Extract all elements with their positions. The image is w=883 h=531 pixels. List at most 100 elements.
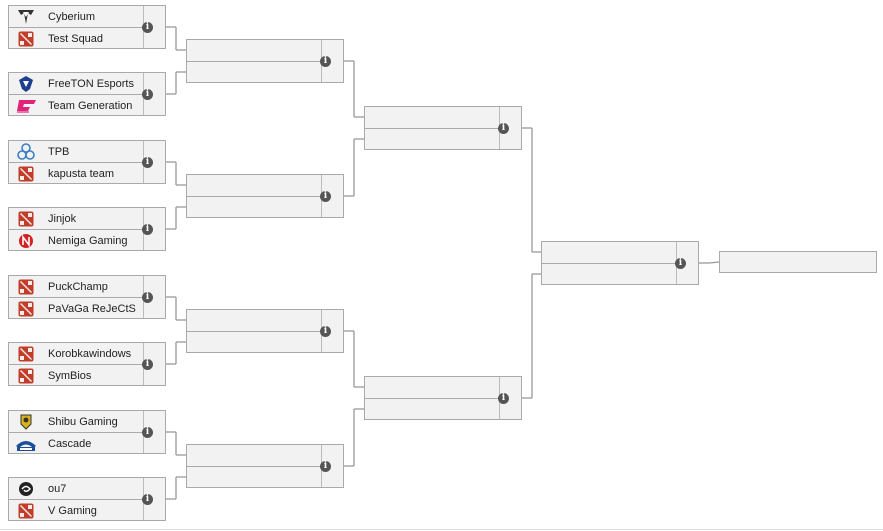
team-slot[interactable]	[187, 62, 321, 84]
team-name: Jinjok	[48, 212, 77, 225]
team-slot[interactable]	[365, 377, 499, 399]
team-slot[interactable]: Korobkawindows	[9, 343, 143, 365]
match-info-icon[interactable]: i	[142, 494, 153, 505]
dota2-icon	[9, 298, 43, 320]
team-slot[interactable]: PuckChamp	[9, 276, 143, 298]
team-slot[interactable]	[187, 40, 321, 62]
match-info-icon[interactable]: i	[498, 123, 509, 134]
dota2-icon	[9, 343, 43, 365]
team-slot[interactable]	[187, 175, 321, 197]
freeton-logo-icon	[9, 73, 43, 95]
dota2-icon	[9, 208, 43, 230]
champion-name	[720, 256, 725, 268]
match-info-icon[interactable]: i	[498, 393, 509, 404]
cascade-logo-icon	[9, 433, 43, 455]
team-slot[interactable]: Cascade	[9, 433, 143, 455]
team-slot[interactable]: PaVaGa ReJeCtS	[9, 298, 143, 320]
round4-match	[541, 241, 699, 285]
round3-match	[364, 376, 522, 420]
dota2-icon	[9, 28, 43, 50]
team-name: Cascade	[48, 438, 92, 450]
empty-logo-slot	[187, 310, 221, 332]
team-slot[interactable]: ou7	[9, 478, 143, 500]
round1-match: ou7 V Gaming	[8, 477, 166, 521]
team-slot[interactable]: Shibu Gaming	[9, 411, 143, 433]
match-info-icon[interactable]: i	[320, 326, 331, 337]
team-slot[interactable]: Jinjok	[9, 208, 143, 230]
team-slot[interactable]	[365, 129, 499, 151]
round2-match	[186, 309, 344, 353]
round3-match	[364, 106, 522, 150]
team-name: FreeTON Esports	[48, 77, 134, 90]
empty-logo-slot	[187, 62, 221, 84]
team-name: V Gaming	[48, 505, 97, 517]
ou7-logo-icon	[9, 478, 43, 500]
match-info-icon[interactable]: i	[320, 56, 331, 67]
empty-logo-slot	[187, 197, 221, 219]
team-name: Korobkawindows	[48, 347, 132, 360]
team-name: Team Generation	[48, 100, 133, 112]
page-divider	[0, 529, 883, 530]
team-slot[interactable]: Team Generation	[9, 95, 143, 117]
team-slot[interactable]: Cyberium	[9, 6, 143, 28]
team-name: ou7	[48, 482, 67, 495]
team-slot[interactable]	[365, 399, 499, 421]
round2-match	[186, 39, 344, 83]
team-slot[interactable]	[187, 445, 321, 467]
dota2-icon	[9, 276, 43, 298]
team-name: kapusta team	[48, 168, 115, 180]
empty-logo-slot	[542, 264, 576, 286]
team-name: Test Squad	[48, 33, 104, 45]
connector-line	[708, 261, 720, 264]
team-slot[interactable]	[542, 264, 676, 286]
empty-logo-slot	[187, 175, 221, 197]
empty-logo-slot	[365, 107, 399, 129]
team-slot[interactable]: kapusta team	[9, 163, 143, 185]
team-slot[interactable]	[542, 242, 676, 264]
match-info-icon[interactable]: i	[320, 461, 331, 472]
team-slot[interactable]	[187, 310, 321, 332]
team-name: Cyberium	[48, 10, 96, 23]
empty-logo-slot	[365, 129, 399, 151]
team-slot[interactable]: SymBios	[9, 365, 143, 387]
team-slot[interactable]	[365, 107, 499, 129]
empty-logo-slot	[187, 40, 221, 62]
match-info-icon[interactable]: i	[142, 292, 153, 303]
match-info-icon[interactable]: i	[675, 258, 686, 269]
match-info-icon[interactable]: i	[320, 191, 331, 202]
match-info-icon[interactable]: i	[142, 157, 153, 168]
dota2-icon	[9, 500, 43, 522]
round1-match: TPB kapusta team	[8, 140, 166, 184]
team-name: Nemiga Gaming	[48, 235, 128, 247]
shibu-logo-icon	[9, 411, 43, 433]
empty-logo-slot	[187, 332, 221, 354]
tpb-logo-icon	[9, 141, 43, 163]
empty-logo-slot	[542, 242, 576, 264]
match-info-icon[interactable]: i	[142, 89, 153, 100]
team-slot[interactable]	[187, 467, 321, 489]
match-info-icon[interactable]: i	[142, 22, 153, 33]
match-info-icon[interactable]: i	[142, 427, 153, 438]
team-slot[interactable]	[187, 197, 321, 219]
team-name: Shibu Gaming	[48, 415, 118, 428]
team-slot[interactable]: FreeTON Esports	[9, 73, 143, 95]
team-slot[interactable]	[187, 332, 321, 354]
team-name: PaVaGa ReJeCtS	[48, 303, 136, 315]
match-info-icon[interactable]: i	[142, 359, 153, 370]
team-generation-logo-icon	[9, 95, 43, 117]
team-name: PuckChamp	[48, 280, 108, 293]
empty-logo-slot	[187, 467, 221, 489]
team-slot[interactable]: V Gaming	[9, 500, 143, 522]
team-slot[interactable]: TPB	[9, 141, 143, 163]
champion-slot	[719, 251, 877, 273]
match-info-icon[interactable]: i	[142, 224, 153, 235]
team-slot[interactable]: Nemiga Gaming	[9, 230, 143, 252]
team-slot[interactable]: Test Squad	[9, 28, 143, 50]
team-name: TPB	[48, 145, 70, 158]
